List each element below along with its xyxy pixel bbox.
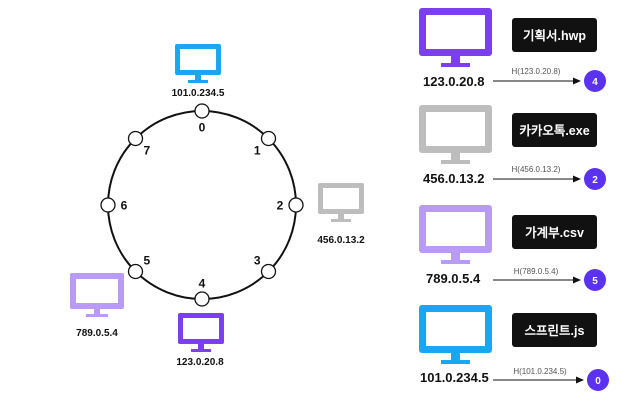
server-ip-label: 101.0.234.5 <box>420 370 489 385</box>
arrow-head-icon <box>573 175 581 183</box>
slot-badge <box>587 369 609 391</box>
ring-servers: 101.0.234.5 456.0.13.2 123.0.20.8 789.0.… <box>70 44 365 368</box>
file-name: 가계부.csv <box>525 225 584 240</box>
arrow-head-icon <box>576 376 584 384</box>
server-ip-label: 456.0.13.2 <box>317 235 365 246</box>
hash-function-label: H(101.0.234.5) <box>513 367 567 376</box>
ring-slot-nodes <box>100 103 304 307</box>
file-name: 기획서.hwp <box>523 28 586 43</box>
slot-badge <box>584 269 606 291</box>
mapping-row: 카카오톡.exe 456.0.13.2 H(456.0.13.2) 2 <box>419 105 606 190</box>
slot-badge-number: 4 <box>592 77 598 88</box>
slot-badge-number: 0 <box>595 376 601 387</box>
hash-function-label: H(456.0.13.2) <box>512 165 561 174</box>
file-box <box>512 113 597 147</box>
file-name: 스프린트.js <box>525 323 585 338</box>
hash-ring: 0 1 2 3 4 5 6 7 <box>100 103 304 307</box>
server-ip-label: 789.0.5.4 <box>76 328 118 339</box>
hash-function-label: H(123.0.20.8) <box>512 67 561 76</box>
arrow-head-icon <box>573 77 581 85</box>
ring-slot-label: 3 <box>254 254 261 268</box>
monitor-icon <box>318 183 364 222</box>
server-ip-label: 123.0.20.8 <box>176 357 224 368</box>
monitor-icon <box>419 105 492 164</box>
monitor-icon <box>70 273 124 317</box>
server-ip-label: 789.0.5.4 <box>426 271 481 286</box>
monitor-icon <box>178 313 224 352</box>
ring-slot-label: 1 <box>254 143 261 157</box>
ring-slot-node <box>288 197 304 213</box>
ring-slot-label: 6 <box>121 199 128 213</box>
ring-slot-node <box>260 130 277 147</box>
monitor-icon <box>419 305 492 364</box>
mapping-row: 스프린트.js 101.0.234.5 H(101.0.234.5) 0 <box>419 305 609 391</box>
slot-badge-number: 5 <box>592 276 598 287</box>
ring-slot-node <box>194 291 210 307</box>
ring-slot-node <box>127 130 144 147</box>
ring-slot-node <box>127 263 144 280</box>
file-name: 카카오톡.exe <box>519 123 589 138</box>
ring-slot-node <box>100 197 116 213</box>
monitor-icon <box>175 44 221 83</box>
slot-badge <box>584 70 606 92</box>
hash-function-label: H(789.0.5.4) <box>514 267 559 276</box>
file-box <box>512 18 597 52</box>
ring-slot-label: 7 <box>143 143 150 157</box>
ring-slot-label: 0 <box>199 121 206 135</box>
ring-slot-node <box>260 263 277 280</box>
server-ip-label: 456.0.13.2 <box>423 171 484 186</box>
file-box <box>512 313 597 347</box>
ring-slot-label: 2 <box>277 199 284 213</box>
slot-badge <box>584 168 606 190</box>
server-ip-label: 101.0.234.5 <box>172 88 225 99</box>
monitor-icon <box>419 8 492 67</box>
ring-slot-label: 4 <box>199 277 206 291</box>
mapping-row: 기획서.hwp 123.0.20.8 H(123.0.20.8) 4 <box>419 8 606 92</box>
ring-slot-label: 5 <box>143 254 150 268</box>
monitor-icon <box>419 205 492 264</box>
ring-slot-node <box>194 103 210 119</box>
mapping-row: 가계부.csv 789.0.5.4 H(789.0.5.4) 5 <box>419 205 606 291</box>
file-box <box>512 215 597 249</box>
ring-slot-labels: 0 1 2 3 4 5 6 7 <box>121 121 284 291</box>
arrow-head-icon <box>573 276 581 284</box>
slot-badge-number: 2 <box>592 175 598 186</box>
server-ip-label: 123.0.20.8 <box>423 74 484 89</box>
mapping-list: 기획서.hwp 123.0.20.8 H(123.0.20.8) 4 카카오톡.… <box>419 8 609 391</box>
